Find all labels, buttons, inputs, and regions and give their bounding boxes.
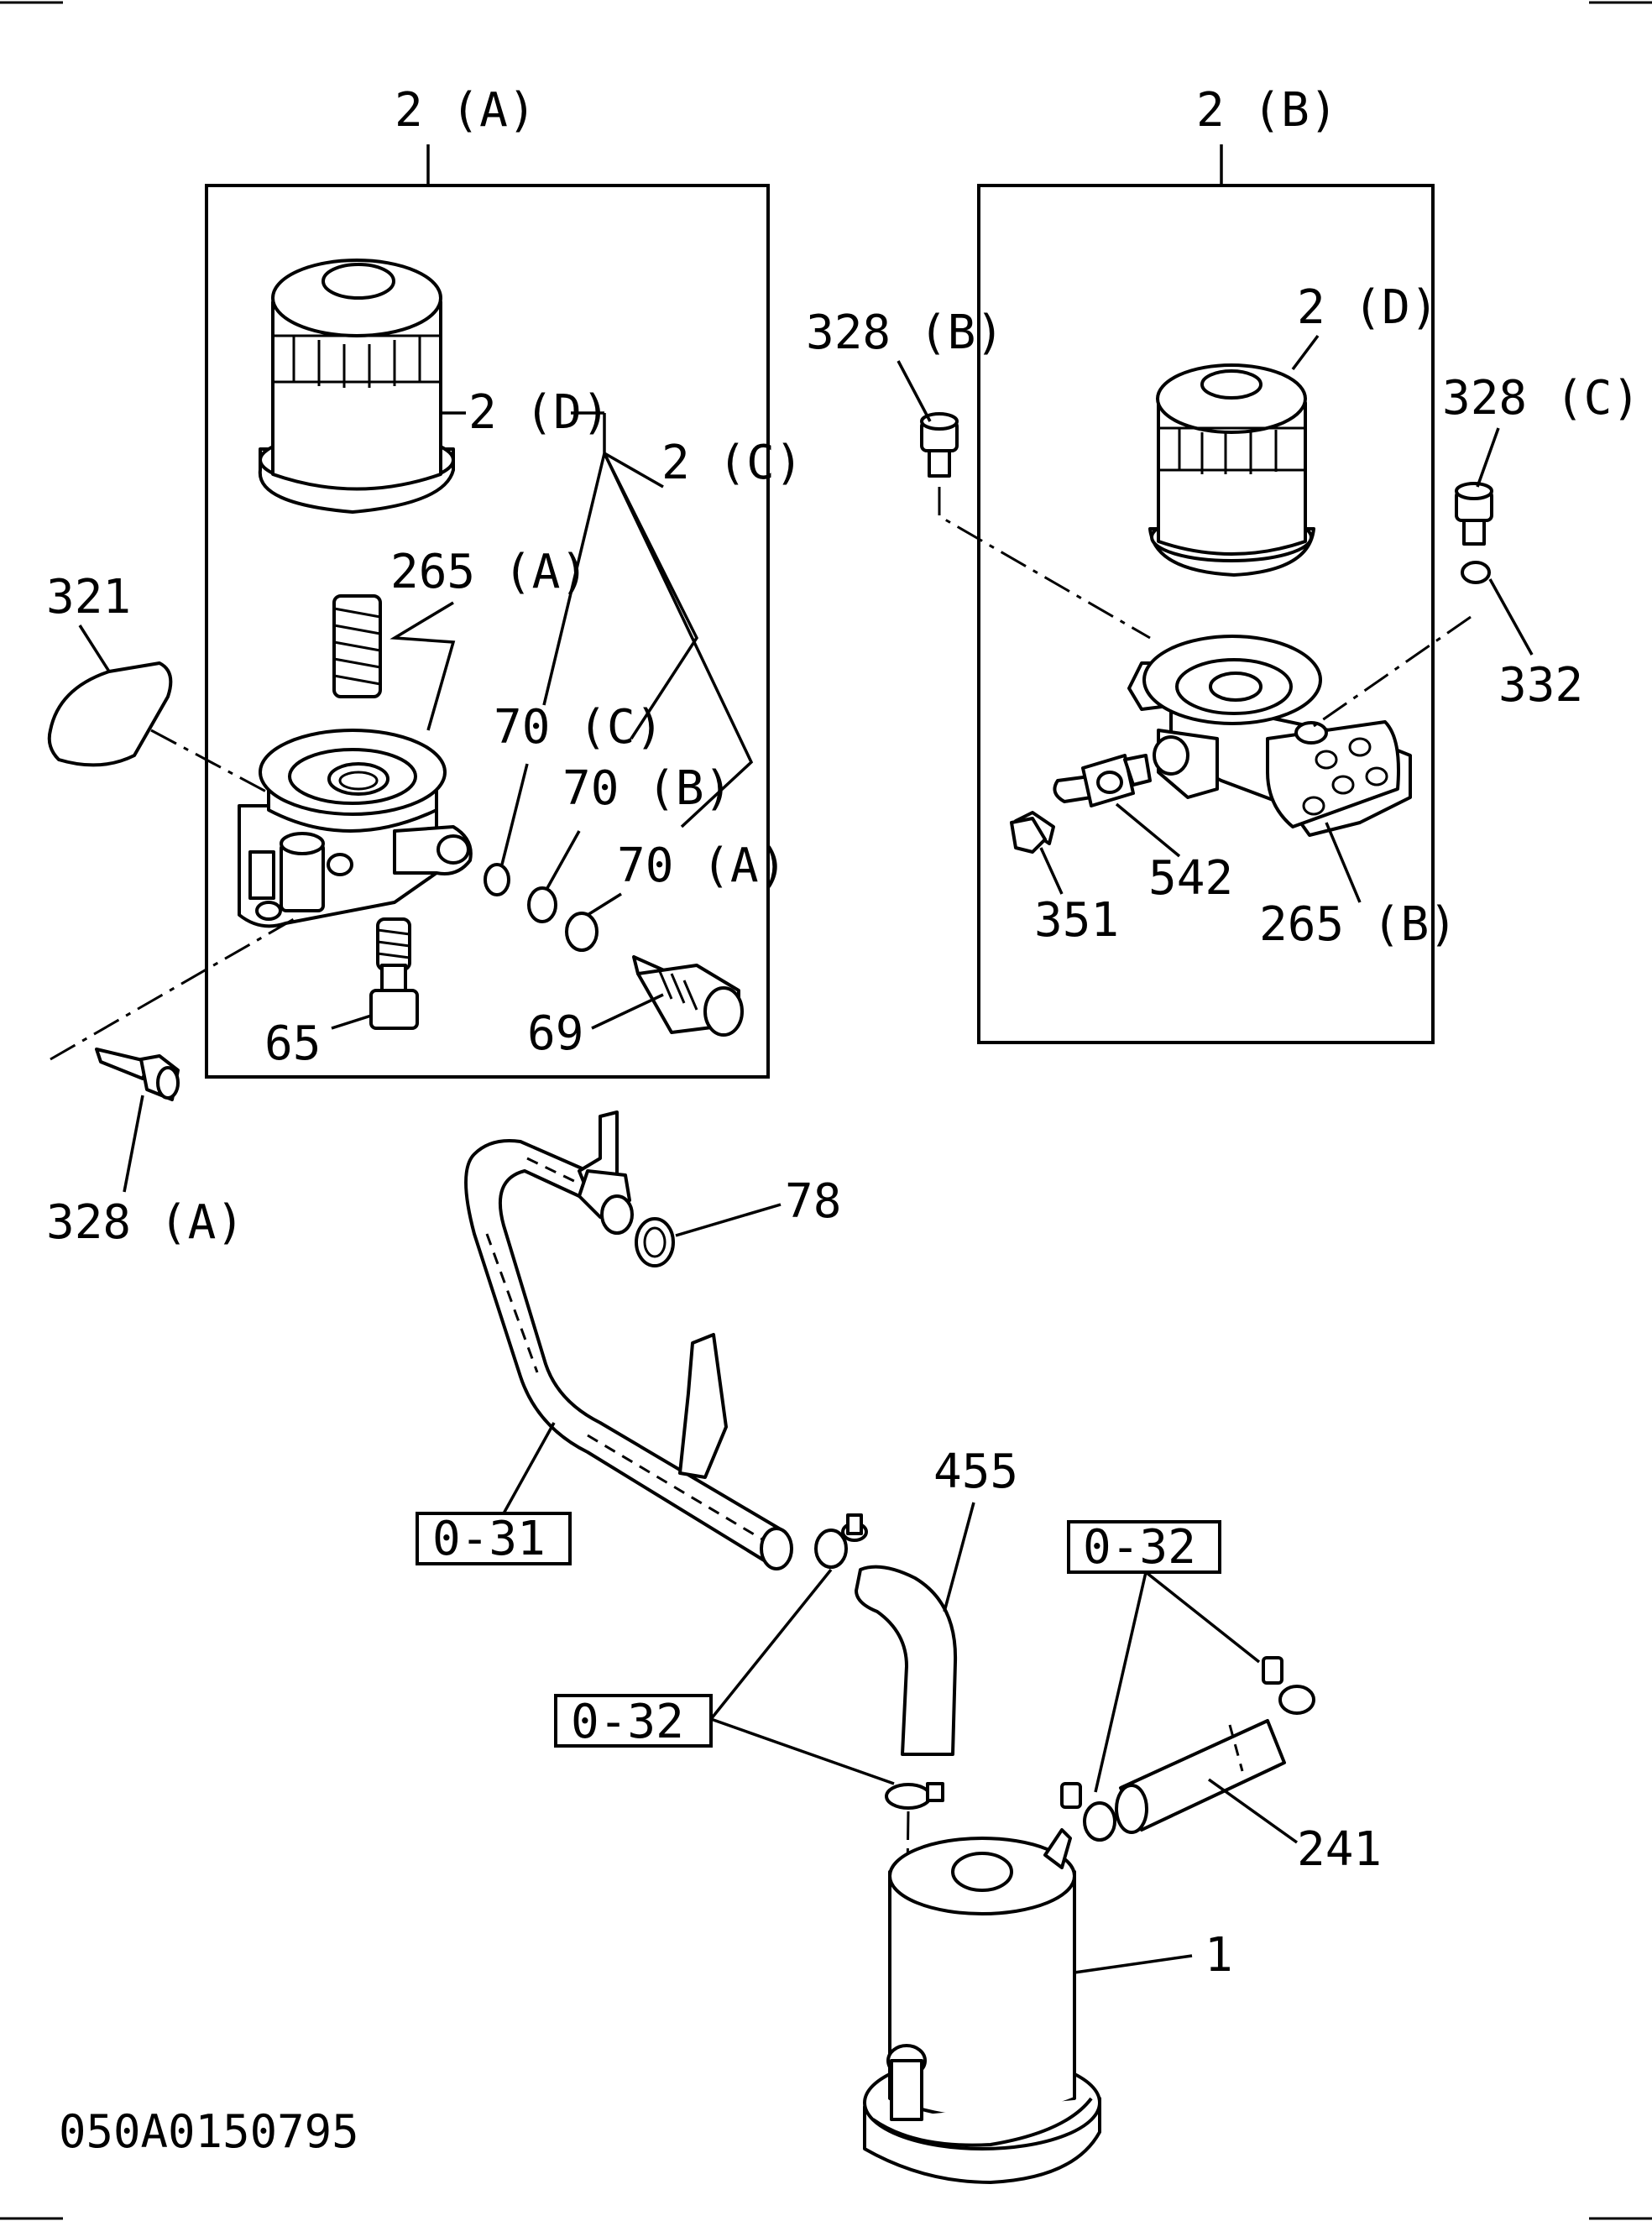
oring-70b bbox=[527, 886, 557, 923]
oring-70a bbox=[565, 912, 599, 952]
hose-clamp-241-top bbox=[1262, 1656, 1315, 1715]
label-455: 455 bbox=[933, 1445, 1018, 1499]
washer-78 bbox=[635, 1217, 675, 1267]
fitting-542 bbox=[1053, 754, 1152, 807]
label-332: 332 bbox=[1498, 658, 1583, 713]
label-328a: 328 (A) bbox=[46, 1195, 244, 1250]
ref-box-032-left bbox=[554, 1694, 713, 1748]
bolt-328c bbox=[1455, 482, 1493, 546]
filter-head-right bbox=[1127, 635, 1412, 837]
label-70b: 70 (B) bbox=[562, 761, 732, 816]
hose-455 bbox=[855, 1565, 958, 1756]
oil-filter-1 bbox=[863, 1828, 1101, 2184]
drawing-code: 050A0150795 bbox=[59, 2105, 359, 2158]
label-542: 542 bbox=[1148, 851, 1233, 906]
label-2b: 2 (B) bbox=[1196, 83, 1338, 138]
hose-clamp-241-bottom bbox=[1060, 1782, 1116, 1842]
bolt-328a bbox=[95, 1048, 180, 1101]
label-265b: 265 (B) bbox=[1259, 897, 1457, 952]
hose-clamp-upper bbox=[814, 1513, 868, 1569]
label-70c: 70 (C) bbox=[494, 700, 663, 755]
oring-70c bbox=[484, 863, 510, 896]
label-351: 351 bbox=[1034, 893, 1119, 948]
assembly-2b-frame bbox=[977, 184, 1435, 1044]
label-241: 241 bbox=[1297, 1822, 1382, 1877]
hose-clamp-lower bbox=[885, 1782, 944, 1810]
label-2c: 2 (C) bbox=[661, 436, 803, 490]
label-70a: 70 (A) bbox=[617, 839, 787, 893]
filter-element-2d-left bbox=[258, 259, 455, 514]
ref-031: 0-31 bbox=[432, 1512, 546, 1566]
filter-head-left bbox=[238, 729, 473, 928]
oil-pipe bbox=[464, 1110, 793, 1570]
label-265a: 265 (A) bbox=[390, 545, 588, 599]
washer-332 bbox=[1461, 561, 1491, 584]
label-321: 321 bbox=[46, 570, 131, 624]
label-328c: 328 (C) bbox=[1442, 371, 1640, 426]
plug-351 bbox=[1010, 811, 1055, 854]
label-65: 65 bbox=[264, 1016, 321, 1071]
bolt-328b bbox=[920, 412, 959, 478]
label-2a: 2 (A) bbox=[395, 83, 536, 138]
ref-box-032-right bbox=[1067, 1520, 1221, 1574]
label-1: 1 bbox=[1205, 1928, 1233, 1983]
label-69: 69 bbox=[527, 1006, 583, 1061]
label-328b: 328 (B) bbox=[806, 306, 1004, 360]
filter-element-2d-right bbox=[1148, 363, 1315, 577]
valve-65 bbox=[369, 917, 419, 1030]
label-78: 78 bbox=[785, 1174, 841, 1229]
spring-265a bbox=[332, 594, 382, 698]
plug-69 bbox=[632, 955, 744, 1037]
label-2d-right: 2 (D) bbox=[1297, 280, 1439, 335]
plate-321 bbox=[47, 661, 173, 767]
ref-032-right: 0-32 bbox=[1083, 1520, 1196, 1575]
ref-box-031 bbox=[416, 1512, 572, 1565]
ref-032-left: 0-32 bbox=[571, 1695, 684, 1749]
assembly-2a-frame bbox=[205, 184, 770, 1079]
